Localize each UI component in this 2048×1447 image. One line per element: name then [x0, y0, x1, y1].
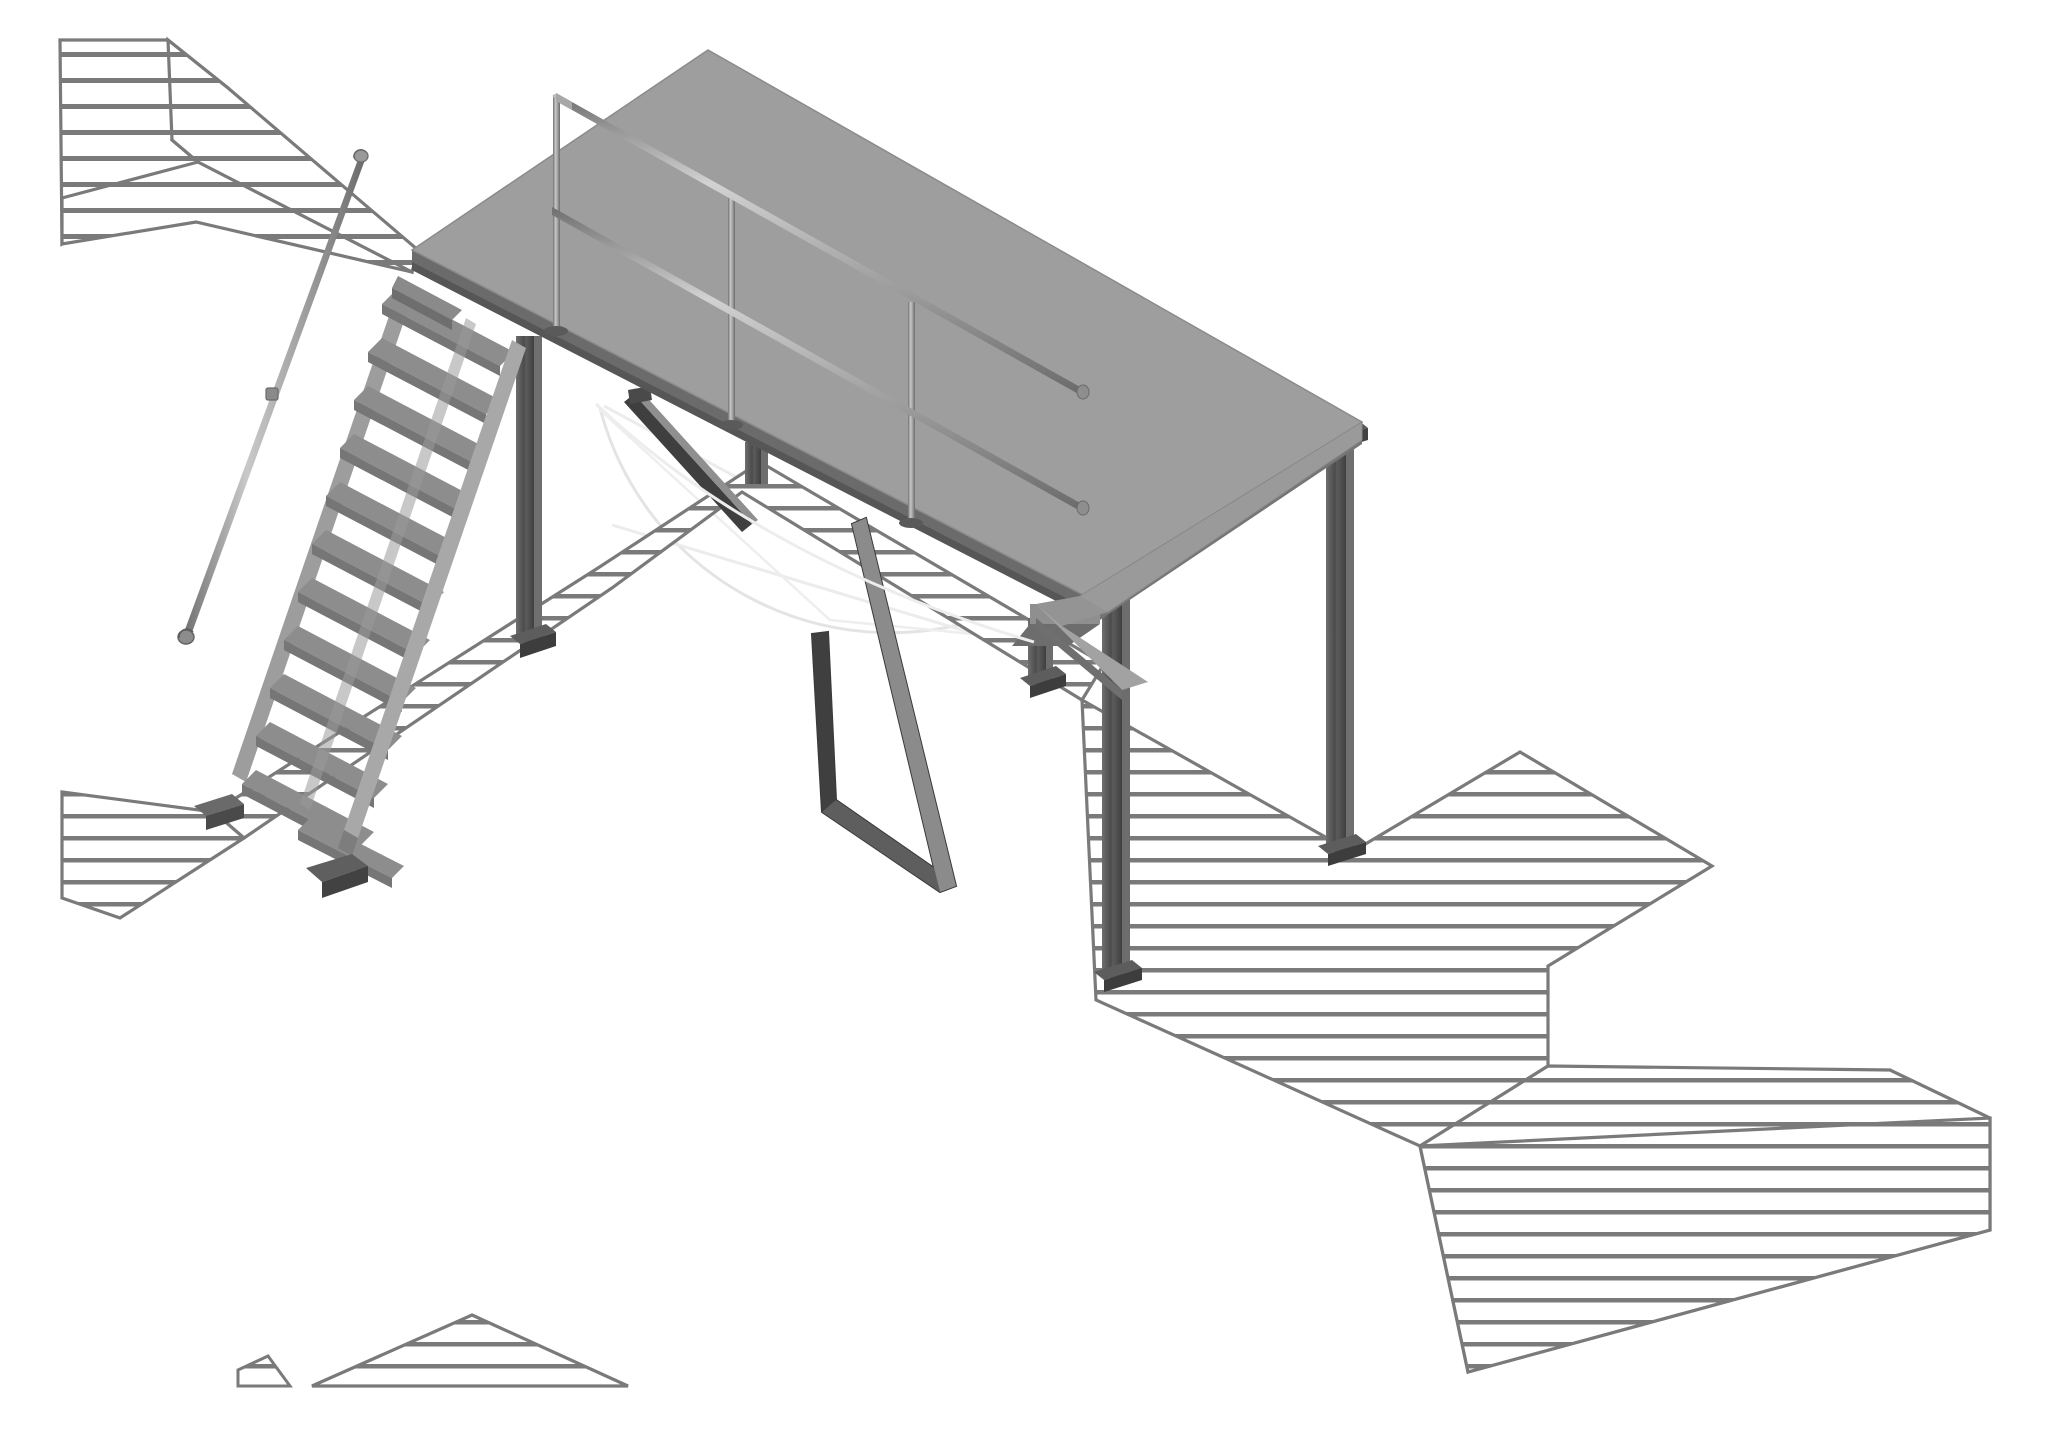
stair-tread [298, 578, 430, 664]
reference-line-diagonal [599, 409, 1036, 642]
stair-tread [354, 386, 486, 472]
column-left-front [510, 336, 556, 658]
column-base-plate [1094, 960, 1142, 980]
post-base-flange [719, 420, 743, 430]
stair-tread [340, 434, 472, 520]
guardrail-group [544, 93, 1090, 528]
wall-cut-hatch-group [58, 36, 1992, 1388]
guardrail-return-rail [556, 93, 572, 110]
brace-knee-upper-gusset [628, 386, 652, 404]
stair-base-plate [306, 854, 368, 898]
stair-stringer-near [344, 340, 526, 838]
brace-frame-tall-highlight [852, 518, 956, 892]
stair-tread [368, 338, 500, 424]
hatch-region-bottom-nub [236, 1354, 293, 1388]
stair-tread [326, 482, 458, 568]
brace-frame-bottom-leg [822, 800, 940, 892]
deck-plate-group [410, 49, 1364, 700]
hatch-region-lower-right-edge [1418, 1116, 1992, 1374]
stair-stringer-near-edge [338, 830, 358, 856]
handrail-end-cap-upper [353, 148, 369, 163]
column-group-front [510, 336, 768, 658]
brace-knee-upper [624, 394, 752, 532]
guardrail-mid-rail [552, 207, 1090, 516]
column-mid-front [745, 442, 768, 484]
hatch-region-lower-right [1080, 697, 1716, 1148]
stair-handrail-group [177, 148, 369, 645]
column-base-plate [1020, 666, 1066, 686]
stair-stringer-inner [300, 318, 476, 810]
column-right-front [1318, 420, 1368, 866]
hatch-region-diagonal-band-upper-2 [166, 36, 420, 275]
hatch-region-lower-left [60, 790, 247, 920]
handrail-mid-bracket [265, 387, 279, 401]
rail-end-cap [1076, 500, 1090, 516]
post-base-flange [544, 326, 568, 336]
stair-tread [312, 530, 444, 616]
deck-step-strip [1036, 604, 1148, 690]
deck-edge-beam-front-shadow [412, 262, 1097, 622]
stair-top-connection [392, 276, 462, 320]
deck-step-extension-lower [1036, 596, 1108, 626]
foreground-construction-group [594, 402, 1035, 644]
drawing-title: Isometric Steel Mezzanine Platform [0, 0, 1, 1]
column-base-plate [1318, 834, 1366, 854]
stair-top-nose-edge [392, 288, 452, 330]
guardrail-top-rail [556, 93, 1090, 400]
knee-brace-group [624, 386, 958, 894]
reference-line-lower [611, 523, 1013, 647]
floor-reference-arc [594, 402, 1035, 644]
stair-flight-group [194, 276, 526, 898]
brace-frame-vertical-leg [812, 632, 836, 812]
post-base-flange [899, 518, 923, 528]
deck-step-strip-edge [1036, 618, 1122, 700]
rail-end-cap [1076, 384, 1090, 400]
brace-knee-upper-face [634, 392, 758, 524]
handrail-end-cap-lower [177, 628, 195, 645]
stair-base-plate-far [194, 794, 244, 830]
column-base-plate [510, 624, 556, 644]
hatch-region-bottom-triangle [311, 1313, 629, 1388]
